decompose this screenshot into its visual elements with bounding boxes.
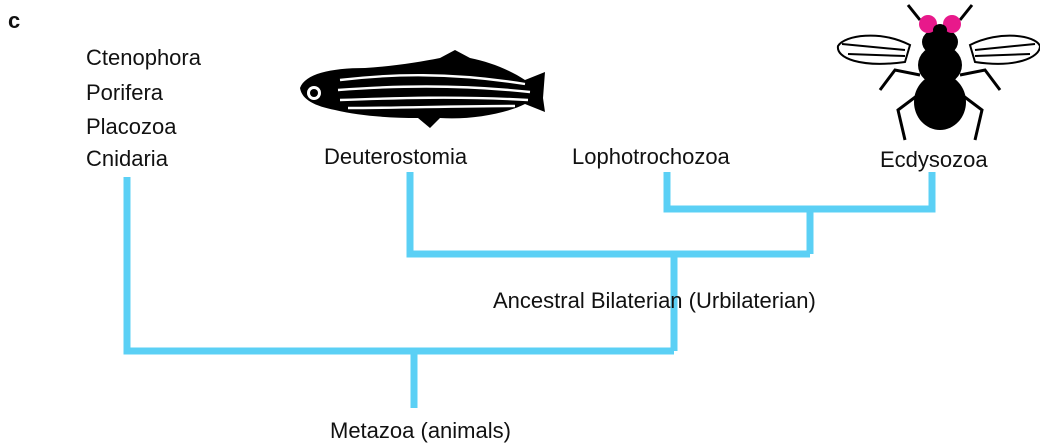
node-urbilaterian: Ancestral Bilaterian (Urbilaterian)	[493, 290, 816, 312]
taxon-ecdysozoa: Ecdysozoa	[880, 149, 988, 171]
branch-metazoa	[127, 177, 674, 351]
fruit-fly-icon	[838, 5, 1040, 140]
taxon-cnidaria: Cnidaria	[86, 148, 168, 170]
panel-label: c	[8, 10, 20, 32]
taxon-ctenophora: Ctenophora	[86, 47, 201, 69]
node-metazoa: Metazoa (animals)	[330, 420, 511, 442]
taxon-porifera: Porifera	[86, 82, 163, 104]
zebrafish-icon	[300, 50, 545, 128]
branch-bilateria	[410, 172, 810, 254]
taxon-deuterostomia: Deuterostomia	[324, 146, 467, 168]
taxon-placozoa: Placozoa	[86, 116, 177, 138]
taxon-lophotrochozoa: Lophotrochozoa	[572, 146, 730, 168]
branch-protostomia	[667, 172, 932, 209]
